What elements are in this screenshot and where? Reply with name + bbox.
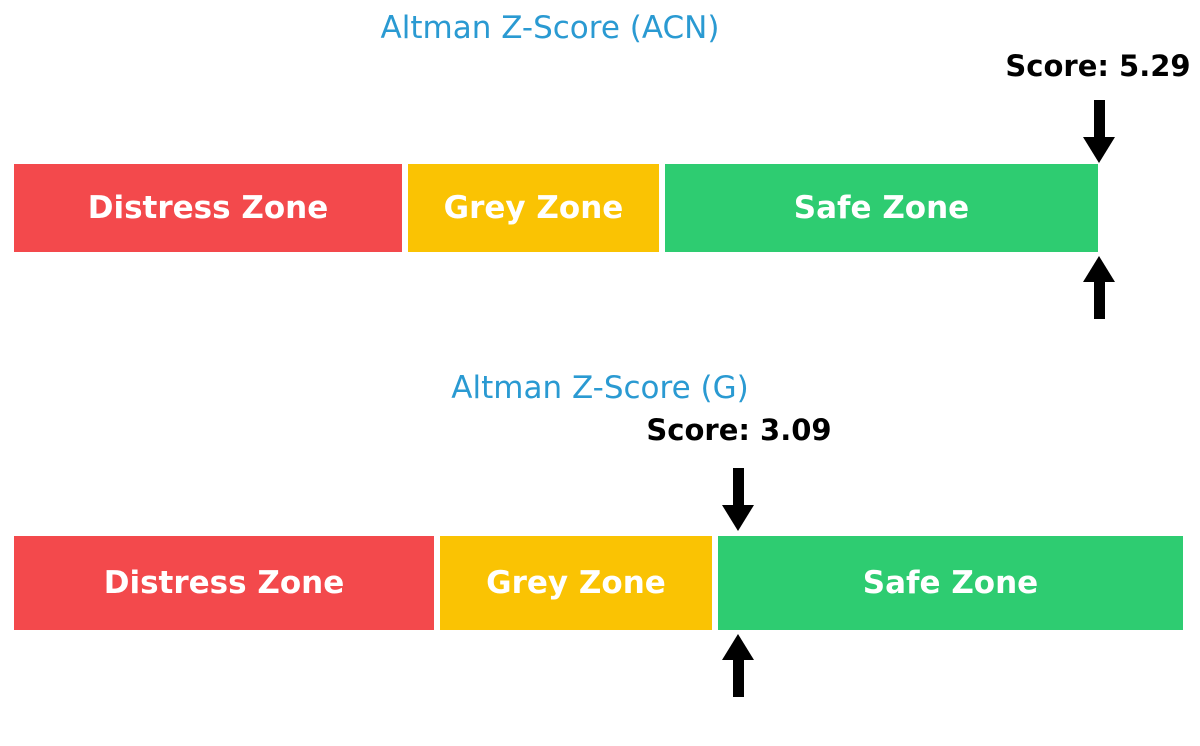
zone-segment-distress: Distress Zone	[14, 536, 434, 630]
down-arrow-icon	[1083, 100, 1115, 163]
up-arrow-icon	[1083, 256, 1115, 319]
zone-label: Distress Zone	[103, 564, 345, 601]
arrow-stem	[1093, 282, 1105, 319]
zone-label: Safe Zone	[793, 189, 970, 226]
zone-segment-grey: Grey Zone	[440, 536, 712, 630]
zone-segment-distress: Distress Zone	[14, 164, 402, 252]
arrow-head	[722, 634, 754, 660]
zone-label: Safe Zone	[862, 564, 1039, 601]
chart-title: Altman Z-Score (ACN)	[380, 10, 720, 46]
down-arrow-icon	[722, 468, 754, 531]
arrow-head	[722, 505, 754, 531]
score-label: Score: 5.29	[1005, 49, 1191, 83]
zone-bar: Distress Zone Grey Zone Safe Zone	[0, 164, 1200, 252]
zone-segment-safe: Safe Zone	[665, 164, 1098, 252]
zone-bar: Distress Zone Grey Zone Safe Zone	[0, 536, 1200, 630]
up-arrow-icon	[722, 634, 754, 697]
arrow-stem	[732, 468, 744, 505]
zone-segment-safe: Safe Zone	[718, 536, 1183, 630]
arrow-head	[1083, 137, 1115, 163]
zone-segment-grey: Grey Zone	[408, 164, 659, 252]
score-label: Score: 3.09	[646, 413, 832, 447]
zone-label: Distress Zone	[87, 189, 329, 226]
zone-label: Grey Zone	[443, 189, 624, 226]
arrow-stem	[1093, 100, 1105, 137]
arrow-head	[1083, 256, 1115, 282]
chart-title: Altman Z-Score (G)	[451, 370, 749, 406]
arrow-stem	[732, 660, 744, 697]
zone-label: Grey Zone	[486, 564, 666, 601]
